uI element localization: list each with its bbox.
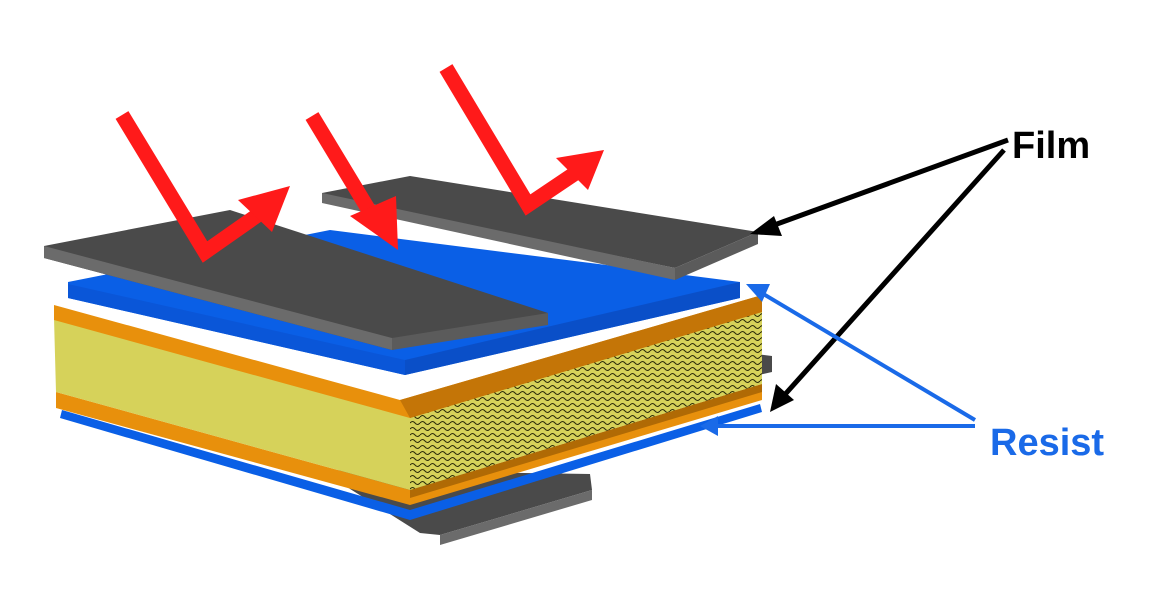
substrate-core (54, 310, 762, 490)
film-label: Film (1012, 125, 1090, 167)
film-pointer-bottom (778, 148, 1006, 402)
resist-pointer-top (758, 290, 977, 422)
light-rays (115, 64, 604, 263)
film-pointer-arrows (750, 137, 1009, 412)
bottom-copper-layer (56, 384, 762, 505)
film-pointer-top (765, 137, 1009, 231)
light-ray-right (439, 64, 604, 216)
film-strip-right (322, 176, 758, 280)
film-strip-left (44, 210, 548, 350)
light-ray-left (115, 111, 290, 263)
resist-pointer-top-head (746, 284, 770, 302)
film-pointer-top-head (750, 216, 782, 236)
resist-pointer-arrows (700, 284, 977, 436)
top-copper-layer (54, 295, 762, 418)
resist-label: Resist (990, 422, 1104, 464)
resist-pointer-bottom-head (700, 416, 718, 436)
film-pointer-bottom-head (770, 384, 794, 412)
light-ray-middle (305, 112, 398, 250)
